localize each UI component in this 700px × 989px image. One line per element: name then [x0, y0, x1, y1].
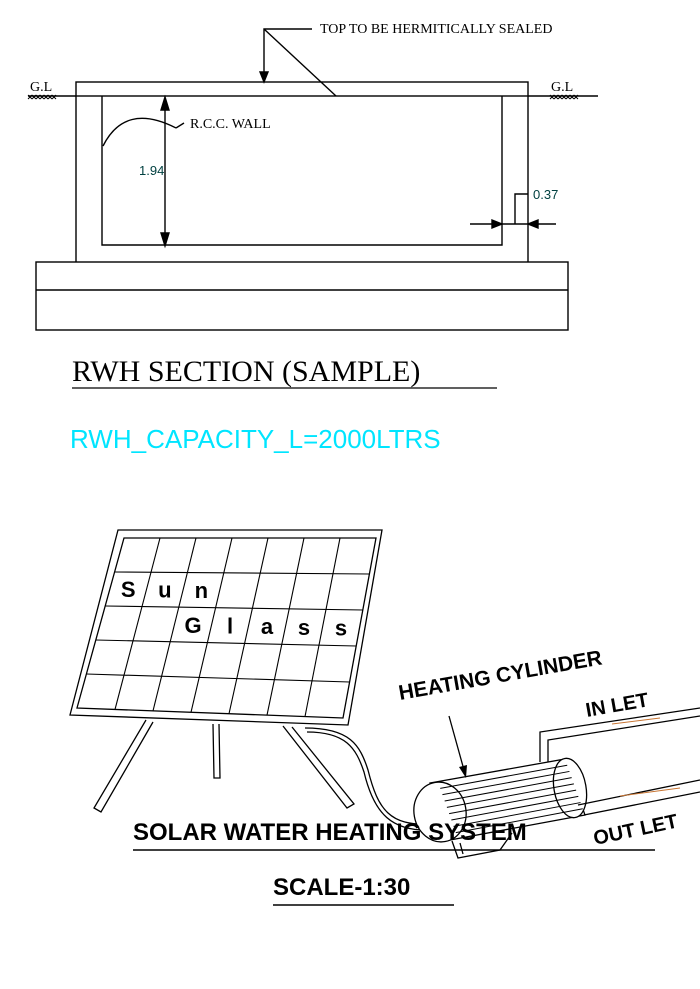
panel-grid-row-line	[105, 605, 363, 611]
cylinder-label: HEATING CYLINDER	[397, 646, 604, 704]
top-note-diagonal	[263, 28, 337, 97]
wall-leader-tick	[175, 122, 185, 129]
panel-grid	[86, 537, 370, 717]
stand-leg-middle	[212, 723, 221, 779]
cylinder-band	[444, 777, 572, 802]
cable	[304, 727, 431, 825]
top-slab	[75, 81, 529, 97]
thickness-arrow-left	[491, 218, 504, 230]
cylinder-left-end	[413, 781, 467, 843]
panel-grid-col-line	[152, 537, 197, 711]
panel-letter: l	[227, 614, 233, 639]
ground-hatch-left	[27, 94, 57, 100]
inlet-accent	[611, 717, 661, 725]
wall-leader-arc	[102, 117, 177, 147]
cylinder-label-arrow	[459, 765, 467, 778]
ground-hatch-right	[549, 94, 579, 100]
thickness-arrow-right	[526, 218, 539, 230]
panel-letter: u	[158, 578, 171, 603]
stand-leg-left	[93, 719, 154, 813]
panel-letter: n	[195, 578, 208, 603]
pipes	[539, 707, 700, 816]
cylinder-bands	[440, 764, 583, 834]
inner-wall	[101, 96, 503, 246]
panel-grid-col-line	[190, 537, 233, 713]
top-note-arrow	[258, 71, 270, 84]
rwh-capacity: RWH_CAPACITY_L=2000LTRS	[70, 424, 441, 454]
panel-grid-col-line	[304, 537, 341, 717]
base-foundation	[35, 261, 569, 331]
thickness-leader	[514, 193, 528, 224]
cylinder-band	[440, 764, 568, 789]
panel-grid-col-line	[114, 537, 161, 710]
panel-letter: s	[335, 616, 347, 641]
rwh-section	[27, 28, 598, 331]
panel-grid-row-line	[86, 673, 350, 683]
outer-wall	[75, 96, 529, 262]
panel-grid-col-line	[228, 537, 269, 714]
cylinder-band	[449, 789, 577, 815]
scale-label: SCALE-1:30	[273, 874, 410, 901]
outlet-label: OUT LET	[591, 811, 679, 850]
section-title: RWH SECTION (SAMPLE)	[72, 355, 420, 388]
panel-letter: s	[298, 615, 310, 640]
panel-grid-col-line	[266, 537, 305, 716]
depth-dimension-label: 1.94	[139, 163, 164, 178]
wall-label: R.C.C. WALL	[190, 117, 271, 132]
panel-inner-frame	[76, 537, 377, 719]
panel-letter: S	[121, 577, 136, 602]
outlet-pipe	[577, 779, 700, 816]
inlet-pipe	[539, 707, 700, 762]
gl-left-label: G.L	[30, 80, 52, 95]
panel-letter: G	[184, 613, 201, 638]
cylinder-band	[455, 808, 583, 834]
panel-grid-row-line	[95, 639, 357, 647]
rwh-labels: TOP TO BE HERMITICALLY SEALED G.L G.L R.…	[30, 22, 573, 388]
cylinder-band	[442, 770, 570, 796]
cylinder-band	[446, 783, 574, 808]
panel-grid-row-line	[114, 571, 370, 575]
cylinder-label-leader	[448, 715, 465, 771]
panel-outer-frame	[69, 529, 383, 726]
heating-cylinder	[413, 757, 588, 859]
cylinder-band	[451, 795, 579, 821]
solar-title: SOLAR WATER HEATING SYSTEM	[133, 819, 527, 846]
cylinder-band	[453, 802, 581, 827]
solar-panel	[69, 529, 383, 726]
cable-inner	[306, 731, 433, 831]
gl-right-label: G.L	[551, 80, 573, 95]
thickness-dimension-label: 0.37	[533, 187, 558, 202]
depth-arrow-bottom	[160, 232, 170, 249]
outlet-accent	[619, 787, 681, 797]
stand-leg-right	[282, 725, 355, 809]
panel-letter: a	[261, 614, 274, 639]
panel-stand	[93, 719, 433, 831]
depth-arrow-top	[160, 94, 170, 111]
top-note: TOP TO BE HERMITICALLY SEALED	[320, 22, 552, 37]
cylinder-support-inner	[459, 842, 464, 855]
